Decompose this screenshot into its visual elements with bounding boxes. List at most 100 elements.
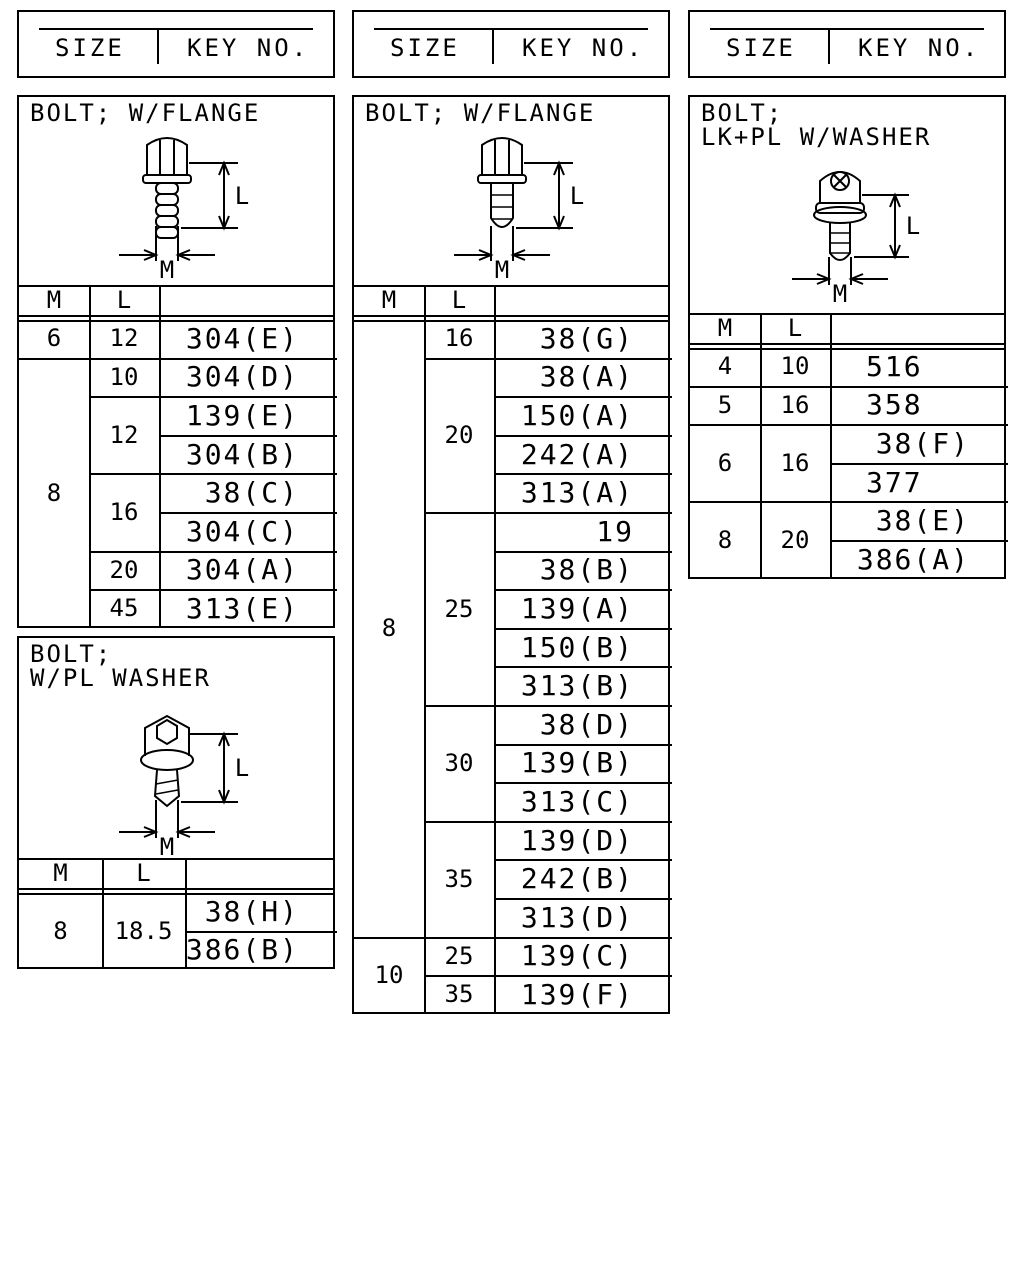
key-number-value: 38(F) [875,426,970,460]
dimension-l-label: L [234,754,250,782]
column-l-header: L [116,286,132,314]
key-number-value: 358 [866,388,923,422]
size-l-value: 12 [109,420,139,449]
key-number-value: 150(A) [520,398,634,432]
key-number-value: 313(E) [185,591,299,625]
table-header-line [690,343,1004,350]
key-divider [494,782,672,785]
column-l-header: L [451,286,467,314]
group-divider [19,357,337,360]
dimension-m-label: M [159,256,175,284]
key-number-value: 38(H) [204,894,299,928]
size-l-value: 16 [109,497,139,526]
row-divider [89,396,337,399]
header-rule [39,28,313,30]
key-number-value: 139(B) [520,746,634,780]
column-l-header: L [787,314,803,342]
header-key-no-label: KEY NO. [522,34,645,62]
header-divider [157,30,159,64]
header-size-label: SIZE [726,34,796,62]
column-m-header: M [717,314,733,342]
size-l-value: 20 [109,555,139,584]
size-l-value: 45 [109,594,139,623]
key-divider [494,666,672,669]
section-title: BOLT;LK+PL W/WASHER [701,101,931,149]
table-top-line [19,858,333,860]
key-number-value: 304(E) [185,321,299,355]
group-divider [690,501,1008,504]
key-divider [494,434,672,437]
key-divider [185,930,337,933]
size-l-value: 20 [444,420,474,449]
table-top-line [690,313,1004,315]
table-header-line [19,888,333,895]
table-header-line [19,315,333,322]
key-divider [830,540,1008,542]
header-key-no-label: KEY NO. [187,34,310,62]
dimension-l-label: L [905,212,921,240]
bolt-washer-icon [119,714,238,838]
col-divider-m [89,285,91,628]
key-number-value: 386(B) [185,933,299,967]
header-divider [828,30,830,64]
key-number-value: 304(C) [185,514,299,548]
key-number-value: 139(A) [520,591,634,625]
row-divider [424,975,672,978]
group-divider [690,385,1008,388]
header-rule [374,28,648,30]
group-divider [690,424,1008,427]
row-divider [89,473,337,476]
size-l-value: 10 [109,362,139,391]
col-divider-l [494,285,496,1014]
section-title-line: LK+PL W/WASHER [701,123,932,151]
col-divider-l [185,858,187,970]
size-m-value: 6 [717,448,733,477]
key-number-value: 139(C) [520,939,634,973]
row-divider [424,820,672,823]
column-m-header: M [53,859,68,887]
key-number-value: 377 [866,465,923,499]
group-divider [354,936,672,939]
key-number-value: 38(E) [875,504,970,538]
size-l-value: 16 [780,448,810,477]
size-l-value: 18.5 [114,916,173,945]
size-m-value: 10 [374,961,404,990]
size-l-value: 35 [444,980,474,1009]
section-title-line: BOLT; [701,99,784,127]
header-rule [710,28,984,30]
key-divider [494,589,672,592]
header-divider [492,30,494,64]
bolt-flange2-icon [454,137,573,261]
key-number-value: 139(D) [520,823,634,857]
key-divider [494,743,672,746]
size-l-value: 25 [444,594,474,623]
dimension-m-label: M [159,833,175,861]
key-number-value: 38(A) [539,360,634,394]
section-title: BOLT;W/PL WASHER [30,642,211,690]
column-m-header: M [381,286,397,314]
size-l-value: 12 [109,324,139,353]
key-number-value: 304(D) [185,360,299,394]
size-m-value: 8 [46,478,62,507]
key-number-value: 139(F) [520,977,634,1011]
key-divider [159,512,337,514]
key-number-value: 38(B) [539,553,634,587]
size-l-value: 20 [780,525,810,554]
col-divider-m [102,858,104,970]
section-title-line: BOLT; W/FLANGE [30,99,261,127]
key-number-value: 150(B) [520,630,634,664]
key-number-value: 313(A) [520,476,634,510]
section-title: BOLT; W/FLANGE [365,101,595,125]
key-number-value: 386(A) [856,542,970,576]
size-m-value: 6 [46,324,62,353]
col-divider-l [159,285,161,628]
key-number-value: 38(D) [539,707,634,741]
column-l-header: L [136,859,151,887]
key-divider [494,859,672,862]
